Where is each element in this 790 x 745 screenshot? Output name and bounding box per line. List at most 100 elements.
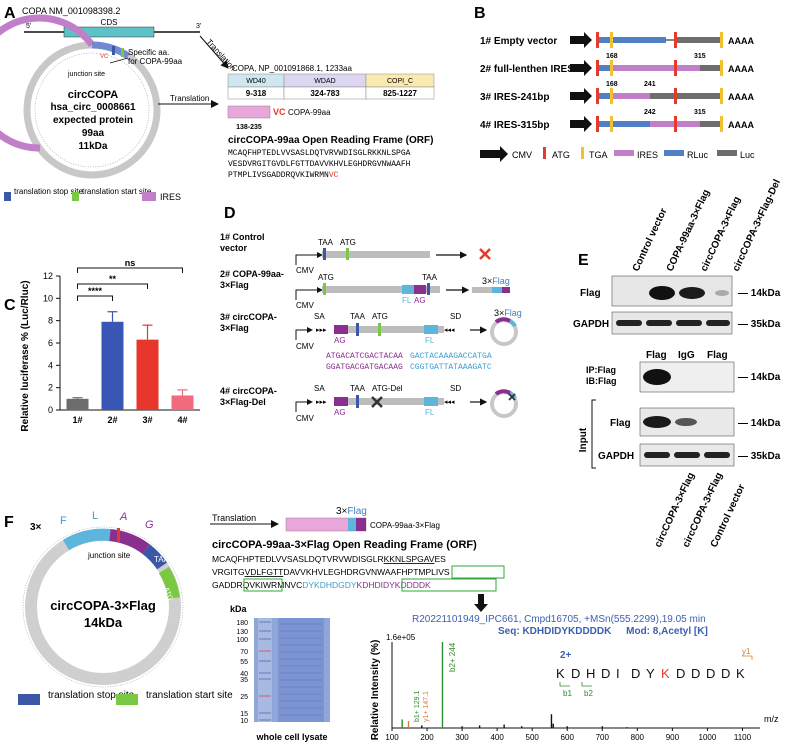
f-ms-residue-10: D <box>691 666 700 681</box>
b-polya-2: AAAA <box>728 64 754 74</box>
c-sig-label-3: ns <box>125 258 136 268</box>
copa99-name: COPA-99aa <box>288 108 331 117</box>
d3-label-1: 3# circCOPA- <box>220 312 277 322</box>
e-band-del <box>715 290 729 296</box>
f-gel-marker-100: 100 <box>236 637 248 644</box>
gene-name: COPA NM_001098398.2 <box>22 6 120 16</box>
d1-label-1: 1# Control <box>220 232 265 242</box>
f-junction-label: junction site <box>87 551 131 560</box>
b-atg1-2 <box>596 60 599 76</box>
e-row-gapdh-2: GAPDH <box>598 451 634 462</box>
panel-label-b: B <box>474 5 486 22</box>
d1-vector <box>322 251 430 258</box>
b-tga2-3 <box>720 88 723 104</box>
b-rluc-1 <box>596 37 666 43</box>
f-ms-residue-13: K <box>736 666 745 681</box>
d1-no-product <box>479 248 491 260</box>
e-input-gapdh-1 <box>644 452 670 458</box>
junction-site-a: junction site <box>67 71 105 78</box>
b-cmv-arrow-3 <box>570 88 592 104</box>
d4-label-2: 3×Flag-Del <box>220 397 266 407</box>
e-ip-label-2: IB:Flag <box>586 376 617 386</box>
d4-taa-label: TAA <box>350 384 366 393</box>
legend-start-a: translation start site <box>82 187 152 196</box>
f-orf-title: circCOPA-99aa-3×Flag Open Reading Frame … <box>212 539 477 551</box>
d4-vector <box>334 398 444 405</box>
e-kda-14-1: — 14kDa <box>738 288 781 299</box>
d3-seq-purple-2: GGATGACGATGACAAG <box>326 363 403 372</box>
f-taa-label: TAA <box>154 555 170 564</box>
d3-seq-purple-1: ATGACATCGACTACAA <box>326 352 403 361</box>
b-tga2-1 <box>720 32 723 48</box>
f-ms-xtick-label-900: 900 <box>666 733 680 742</box>
f-gel-sample-lane <box>278 618 324 722</box>
f-gel-marker-40: 40 <box>240 671 248 678</box>
legend-stop-a: translation stop site <box>14 187 83 196</box>
f-ms-xtick-label-300: 300 <box>455 733 469 742</box>
panel-label-e: E <box>578 252 589 269</box>
f-ion-y1: y1 <box>742 647 751 656</box>
b-rluc-4 <box>596 121 666 127</box>
c-bar-2 <box>101 321 124 410</box>
d3-seq-blue-1: GACTACAAAGACCATGA <box>410 352 492 361</box>
b-construct-label-2: 2# full-lenthen IRES <box>480 64 574 75</box>
c-sig-bracket-1 <box>77 295 113 301</box>
f-ms-xtick-label-800: 800 <box>631 733 645 742</box>
d3-seq-blue-2: CGGTGATTATAAAGATC <box>410 363 492 372</box>
e-input-bracket <box>591 399 596 469</box>
c-sig-label-2: ** <box>109 274 117 284</box>
d3-label-2: 3×Flag <box>220 323 249 333</box>
f-peak-y1-label: y1+ 147.1 <box>423 691 430 722</box>
d2-fl <box>402 285 414 294</box>
d1-atg-label: ATG <box>340 238 356 247</box>
d4-sd-chevrons: ◂◂◂ <box>444 399 455 406</box>
d2-promoter <box>295 287 323 300</box>
d3-cmv: CMV <box>296 342 314 351</box>
b-n1-3: 168 <box>606 81 618 88</box>
copa99-box <box>227 105 271 119</box>
c-sig-bracket-3 <box>77 267 183 273</box>
f-ms-xtick-label-500: 500 <box>526 733 540 742</box>
b-construct-label-3: 3# IRES-241bp <box>480 92 549 103</box>
d3-ag-label: AG <box>334 336 346 345</box>
f-y1-bracket <box>742 655 753 660</box>
e-row-flag-1: Flag <box>580 288 601 299</box>
circ-vc: VC <box>100 54 109 60</box>
f-ms-xtick-label-100: 100 <box>385 733 399 742</box>
f-atg-arc <box>158 566 180 600</box>
f-ms-xtick-label-400: 400 <box>490 733 504 742</box>
c-bar-4 <box>171 395 194 410</box>
d3-ag <box>334 325 348 334</box>
legend-cmv: CMV <box>512 150 532 160</box>
legend-ires-swatch-a <box>142 192 156 201</box>
e-lane-1: Control vector <box>631 207 670 274</box>
b-luc-2 <box>700 65 722 71</box>
b-cmv-arrow-1 <box>570 32 592 48</box>
d3-circ-ag <box>494 317 512 324</box>
c-ytick-label-2: 2 <box>48 383 53 393</box>
f-gel-kda: kDa <box>230 604 248 614</box>
b-ires-3 <box>612 93 650 99</box>
f-legend-start: translation start site <box>146 690 233 701</box>
f-letter-l: L <box>92 510 98 522</box>
c-xlabel-2: 2# <box>107 415 117 425</box>
d4-cmv: CMV <box>296 414 314 423</box>
translation-arrow-1 <box>199 35 229 69</box>
domain-copi-range-box <box>365 86 435 100</box>
f-seq-ring <box>22 526 184 688</box>
translation-label-2: Translation <box>170 94 209 103</box>
d4-fl <box>424 397 438 406</box>
panel-label-c: C <box>4 297 16 314</box>
d1-taa-label: TAA <box>318 238 334 247</box>
f-circ-kda: 14kDa <box>84 615 123 630</box>
f-letter-a: A <box>119 511 127 523</box>
d3-taa <box>356 323 359 336</box>
f-gel-marker-lane <box>258 618 272 722</box>
f-ion-b2: b2 <box>584 689 593 698</box>
b-luc-1 <box>676 37 722 43</box>
e-band-copa99 <box>649 286 675 300</box>
f-down-arrow <box>474 594 488 612</box>
b-construct-label-4: 4# IRES-315bp <box>480 120 549 131</box>
b-construct-label-1: 1# Empty vector <box>480 36 557 47</box>
